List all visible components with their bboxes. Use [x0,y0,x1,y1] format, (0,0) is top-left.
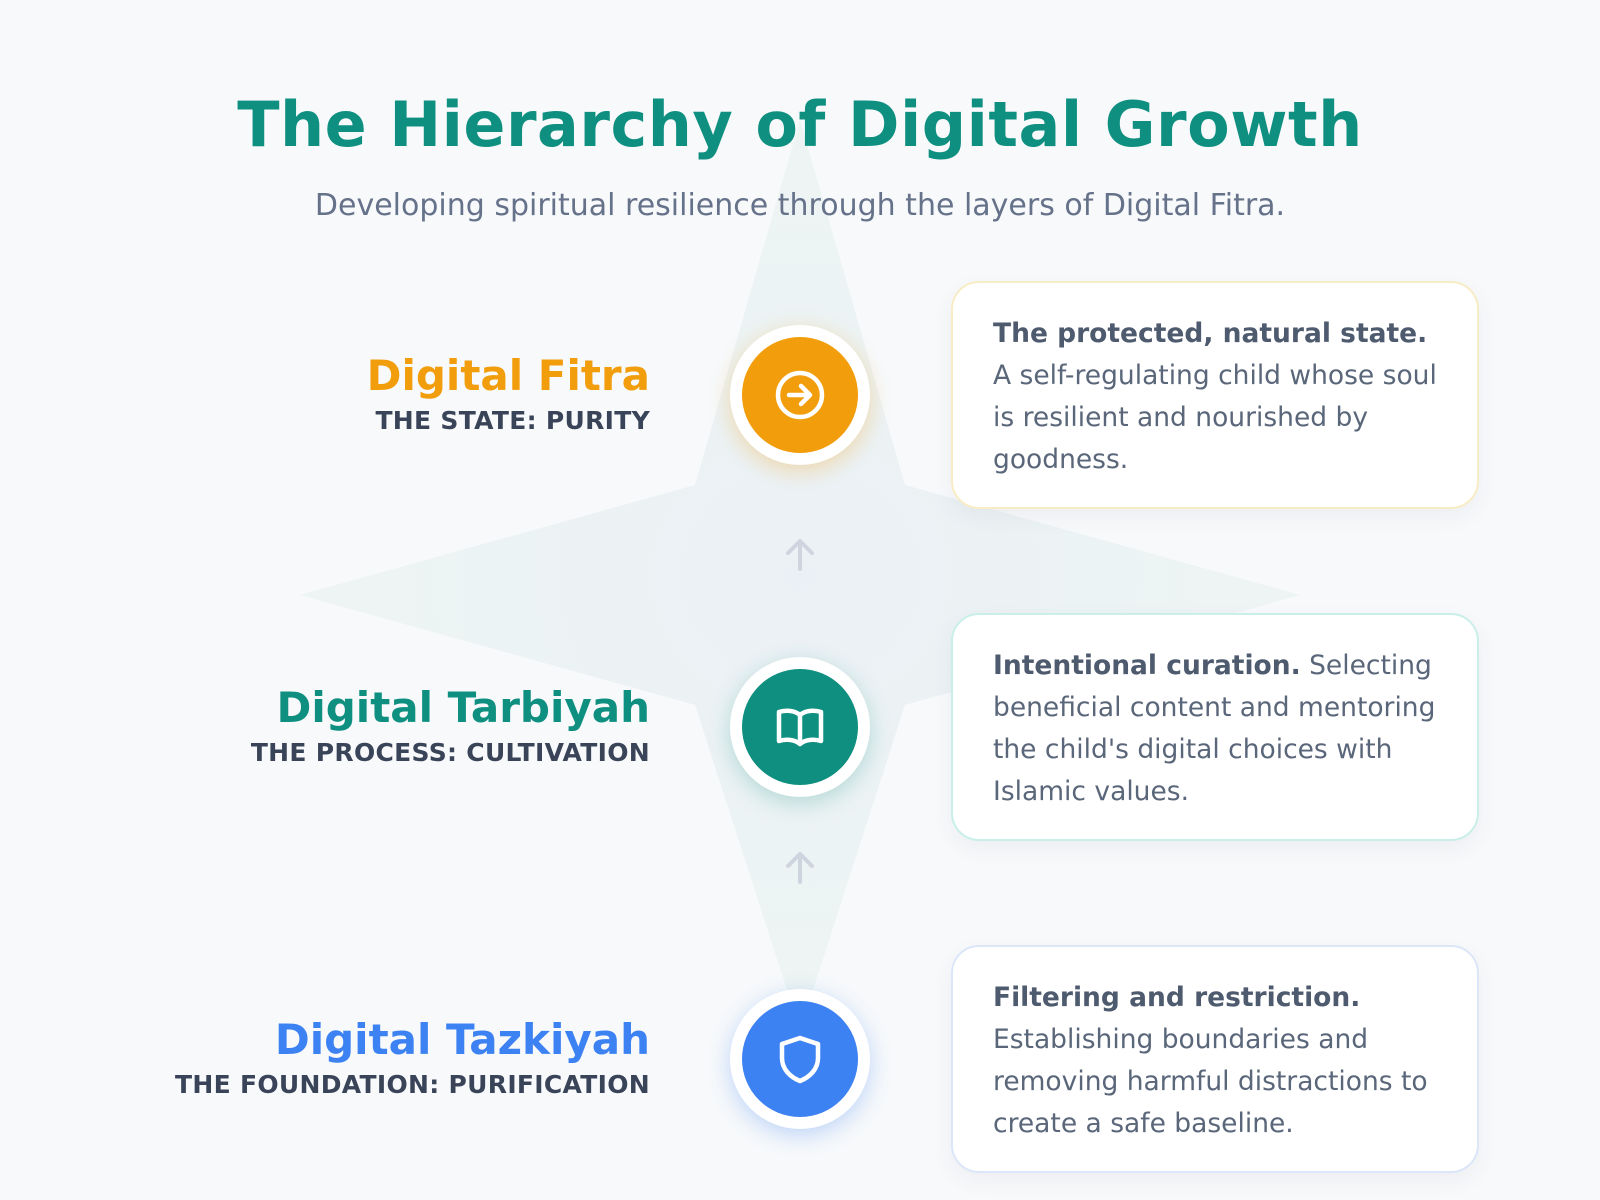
layer-fitra-card: The protected, natural state. A self-reg… [951,281,1479,509]
page-subtitle: Developing spiritual resilience through … [314,188,1286,223]
card-heading: The protected, natural state. [993,318,1428,349]
card-text: Establishing boundaries and removing har… [993,1024,1428,1139]
shield-icon [742,1001,858,1117]
layer-tazkiyah-label: Digital Tazkiyah THE FOUNDATION: PURIFIC… [175,1014,650,1102]
layer-fitra-node [730,325,870,465]
up-arrow-icon [786,539,814,571]
page-title: The Hierarchy of Digital Growth [237,88,1363,161]
card-text: Selecting beneficial content and mentori… [993,650,1436,807]
layer-role: THE STATE: PURITY [375,406,650,435]
layer-role: THE FOUNDATION: PURIFICATION [175,1070,650,1099]
layer-name: Digital Fitra [366,351,650,400]
layer-tarbiyah-label: Digital Tarbiyah THE PROCESS: CULTIVATIO… [251,682,650,770]
layer-tazkiyah-node [730,989,870,1129]
layer-name: Digital Tarbiyah [276,683,650,732]
layer-tarbiyah-card: Intentional curation. Selecting benefici… [951,613,1479,841]
card-heading: Filtering and restriction. [993,982,1361,1013]
layer-tazkiyah-card: Filtering and restriction. Establishing … [951,945,1479,1173]
card-text: A self-regulating child whose soul is re… [993,360,1437,475]
arrow-right-circle-icon [742,337,858,453]
card-heading: Intentional curation. [993,650,1301,681]
up-arrow-icon [786,852,814,884]
layer-fitra-label: Digital Fitra THE STATE: PURITY [367,350,650,438]
open-book-icon [742,669,858,785]
layer-role: THE PROCESS: CULTIVATION [250,738,650,767]
layer-name: Digital Tazkiyah [274,1015,650,1064]
layer-tarbiyah-node [730,657,870,797]
